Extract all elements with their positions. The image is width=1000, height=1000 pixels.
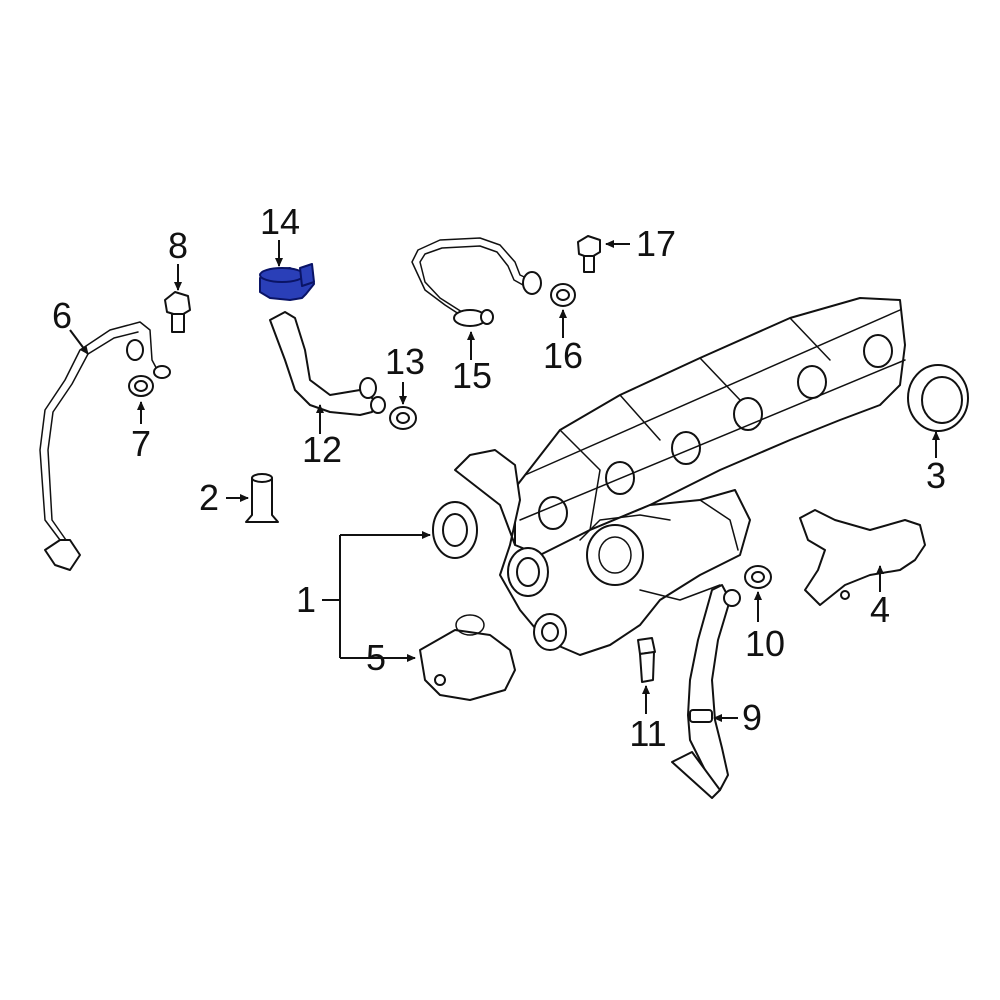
callout-2: 2 bbox=[199, 477, 219, 518]
leader-lines bbox=[69, 240, 940, 722]
callout-3: 3 bbox=[926, 455, 946, 496]
callout-16: 16 bbox=[543, 335, 583, 376]
part-11-bolt[interactable] bbox=[637, 637, 656, 683]
part-17-bolt[interactable] bbox=[577, 235, 601, 273]
callout-6: 6 bbox=[52, 295, 72, 336]
callout-1: 1 bbox=[296, 579, 316, 620]
callout-13: 13 bbox=[385, 341, 425, 382]
part-9-oil-return-hose[interactable] bbox=[671, 584, 741, 799]
part-12-coolant-pipe[interactable] bbox=[269, 311, 386, 416]
part-5-actuator[interactable] bbox=[419, 614, 516, 701]
part-10-washer[interactable] bbox=[744, 565, 772, 589]
part-15-coolant-line[interactable] bbox=[411, 237, 542, 327]
callout-15: 15 bbox=[452, 355, 492, 396]
part-14-hose-clamp[interactable] bbox=[259, 263, 315, 301]
callout-4: 4 bbox=[870, 589, 890, 630]
callout-11: 11 bbox=[629, 713, 666, 754]
part-8-bolt[interactable] bbox=[164, 291, 191, 333]
turbocharger-assembly[interactable] bbox=[432, 297, 906, 656]
part-7-washer[interactable] bbox=[128, 375, 154, 397]
callout-17: 17 bbox=[636, 223, 676, 264]
callout-9: 9 bbox=[742, 697, 762, 738]
callout-8: 8 bbox=[168, 225, 188, 266]
callout-10: 10 bbox=[745, 623, 785, 664]
part-16-washer[interactable] bbox=[550, 283, 576, 307]
part-2-sleeve[interactable] bbox=[245, 473, 279, 523]
part-13-washer[interactable] bbox=[389, 406, 417, 430]
callout-5: 5 bbox=[366, 637, 386, 678]
callout-12: 12 bbox=[302, 429, 342, 470]
part-3-gasket[interactable] bbox=[907, 364, 969, 432]
callout-7: 7 bbox=[131, 423, 151, 464]
part-4-bracket[interactable] bbox=[799, 509, 926, 606]
callout-labels: 1 2 3 4 5 6 7 8 9 10 11 12 13 14 15 16 1… bbox=[52, 201, 946, 754]
callout-14: 14 bbox=[260, 201, 300, 242]
